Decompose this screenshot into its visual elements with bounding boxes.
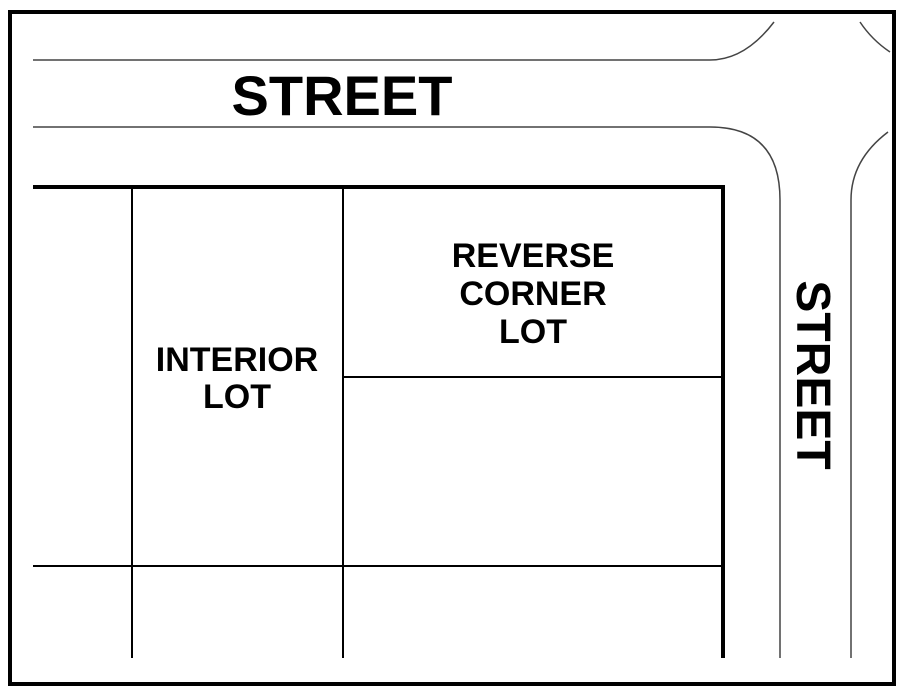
block-boundary: [33, 185, 725, 658]
interior-lot-label-line1: INTERIOR: [156, 341, 318, 379]
street-vertical-right-edge: [850, 131, 889, 658]
diagram-frame: [8, 10, 896, 686]
street-label-horizontal: STREET: [232, 64, 453, 127]
reverse-corner-lot-label-line2: CORNER: [459, 275, 606, 313]
street-label-vertical: STREET: [786, 280, 839, 469]
street-horizontal-bottom-edge: [33, 126, 781, 658]
street-corner-top-right-curb: [859, 21, 891, 53]
reverse-corner-lot-label-line3: LOT: [499, 313, 567, 351]
street-horizontal-top-edge: [33, 21, 775, 61]
reverse-corner-lot-label-line1: REVERSE: [452, 237, 615, 275]
interior-lot-label-line2: LOT: [203, 378, 271, 416]
